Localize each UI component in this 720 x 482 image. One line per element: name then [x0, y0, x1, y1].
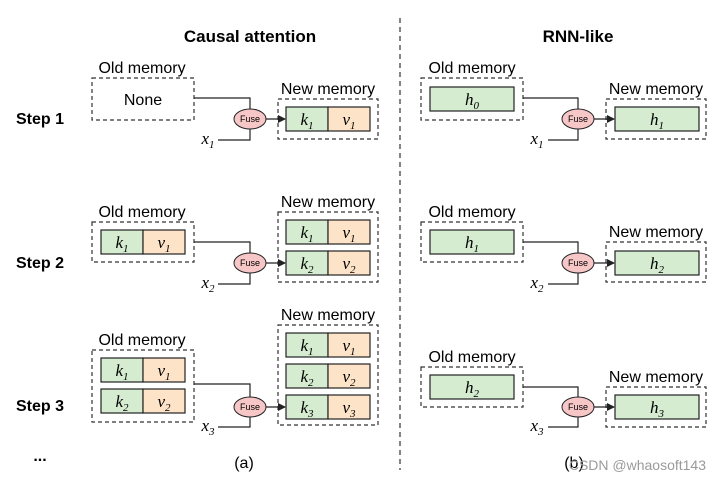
input-x1: x1	[529, 129, 543, 151]
connector-line	[194, 97, 251, 109]
connector-line	[523, 241, 579, 253]
connector-line	[218, 272, 251, 285]
fuse-label: Fuse	[240, 258, 260, 268]
hidden-state-cell	[429, 86, 515, 112]
title-rnn-like: RNN-like	[543, 27, 614, 46]
title-causal-attention: Causal attention	[184, 27, 316, 46]
old-memory-label: Old memory	[428, 204, 515, 221]
key-cell	[285, 219, 329, 245]
key-symbol: k2	[300, 367, 314, 389]
value-symbol: v2	[342, 367, 356, 389]
value-cell	[327, 219, 371, 245]
new-memory-box	[277, 324, 379, 426]
old-memory-label: Old memory	[98, 204, 185, 221]
key-cell	[285, 332, 329, 358]
value-cell	[327, 250, 371, 276]
input-x3: x3	[529, 416, 544, 438]
input-x3: x3	[200, 416, 215, 438]
hidden-state-cell	[614, 250, 700, 276]
new-memory-box	[605, 241, 707, 283]
fuse-label: Fuse	[568, 402, 588, 412]
new-memory-label: New memory	[609, 224, 703, 241]
connector-line	[548, 272, 579, 285]
old-memory-box	[91, 77, 195, 121]
value-cell	[327, 394, 371, 420]
caption-b: (b)	[564, 455, 584, 472]
connector-line	[194, 241, 251, 253]
new-memory-label: New memory	[609, 81, 703, 98]
step-2-label: Step 2	[16, 255, 64, 272]
key-cell	[285, 394, 329, 420]
connector-line	[548, 416, 579, 428]
input-x1: x1	[200, 129, 214, 151]
old-memory-box	[91, 349, 195, 423]
key-symbol: k1	[300, 223, 313, 245]
hidden-symbol: h2	[465, 378, 480, 400]
none-label: None	[124, 92, 162, 109]
hidden-state-cell	[429, 374, 515, 400]
key-cell	[100, 357, 144, 383]
connector-line	[218, 416, 251, 428]
value-symbol: v2	[157, 392, 171, 414]
old-memory-label: Old memory	[98, 60, 185, 77]
value-symbol: v1	[157, 361, 170, 383]
hidden-symbol: h1	[650, 110, 664, 132]
fuse-label: Fuse	[568, 114, 588, 124]
key-cell	[100, 388, 144, 414]
old-memory-label: Old memory	[428, 349, 515, 366]
new-memory-label: New memory	[281, 194, 375, 211]
step-3-label: Step 3	[16, 398, 64, 415]
hidden-state-cell	[614, 394, 700, 420]
input-x2: x2	[529, 273, 544, 295]
step-1-label: Step 1	[16, 111, 64, 128]
value-symbol: v1	[342, 336, 355, 358]
ellipsis-label: ...	[33, 448, 46, 465]
input-x2: x2	[200, 273, 215, 295]
key-symbol: k1	[115, 361, 128, 383]
connector-line	[194, 383, 251, 397]
connector-line	[548, 128, 579, 141]
hidden-state-cell	[614, 106, 700, 132]
fuse-label: Fuse	[568, 258, 588, 268]
old-memory-box	[420, 77, 524, 121]
value-symbol: v1	[157, 233, 170, 255]
new-memory-label: New memory	[281, 307, 375, 324]
value-cell	[327, 106, 371, 132]
key-symbol: k1	[300, 110, 313, 132]
value-symbol: v3	[342, 398, 356, 420]
value-cell	[142, 357, 186, 383]
connector-line	[523, 97, 579, 109]
key-symbol: k1	[300, 336, 313, 358]
value-cell	[327, 363, 371, 389]
value-symbol: v2	[342, 254, 356, 276]
connector-line	[218, 128, 251, 141]
old-memory-label: Old memory	[98, 332, 185, 349]
fuse-label: Fuse	[240, 114, 260, 124]
old-memory-label: Old memory	[428, 60, 515, 77]
caption-a: (a)	[234, 455, 254, 472]
key-symbol: k2	[115, 392, 129, 414]
key-symbol: k1	[115, 233, 128, 255]
hidden-symbol: h1	[465, 233, 479, 255]
value-cell	[142, 388, 186, 414]
new-memory-box	[277, 211, 379, 283]
connector-line	[523, 386, 579, 397]
key-symbol: k3	[300, 398, 314, 420]
fuse-label: Fuse	[240, 402, 260, 412]
new-memory-label: New memory	[609, 369, 703, 386]
hidden-symbol: h0	[465, 90, 480, 112]
watermark: CSDN @whaosoft143	[569, 457, 706, 473]
value-symbol: v1	[342, 110, 355, 132]
value-cell	[142, 229, 186, 255]
hidden-symbol: h2	[650, 254, 665, 276]
value-symbol: v1	[342, 223, 355, 245]
hidden-state-cell	[429, 229, 515, 255]
key-symbol: k2	[300, 254, 314, 276]
hidden-symbol: h3	[650, 398, 665, 420]
key-cell	[285, 106, 329, 132]
value-cell	[327, 332, 371, 358]
new-memory-label: New memory	[281, 81, 375, 98]
